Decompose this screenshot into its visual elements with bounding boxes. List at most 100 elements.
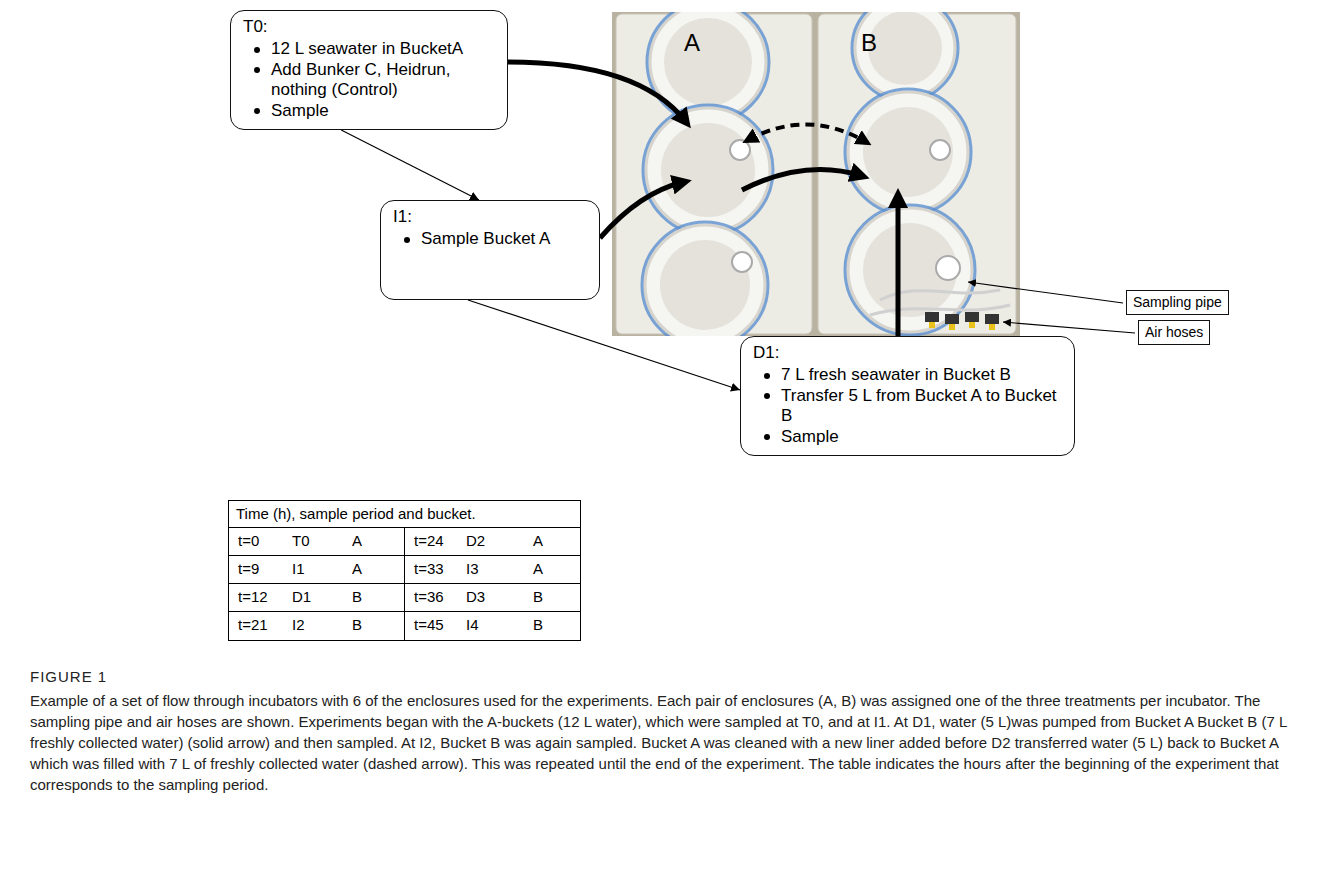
text: Sample <box>271 101 329 120</box>
sampling-pipe-symbol <box>936 256 960 280</box>
air-hose-symbol <box>989 324 995 330</box>
table-cell: D1 <box>292 583 311 611</box>
bucket <box>868 12 942 85</box>
air-hose-symbol <box>985 314 999 324</box>
table-cell: t=24 <box>414 527 444 555</box>
sampling-pipe-symbol <box>930 140 950 160</box>
table-cell: t=21 <box>238 611 268 639</box>
incubator-photo <box>612 12 1020 336</box>
bullet-dot <box>254 47 260 53</box>
step-heading: I1: <box>393 207 587 227</box>
bucket <box>863 107 953 197</box>
table-cell: t=12 <box>238 583 268 611</box>
flow-arrow <box>508 62 686 122</box>
table-grid <box>229 501 581 641</box>
table-header: Time (h), sample period and bucket. <box>236 500 476 527</box>
air-hose-symbol <box>870 305 1010 315</box>
bucket <box>848 92 968 212</box>
air-hose-symbol <box>965 312 979 322</box>
table-cell: I1 <box>292 555 305 583</box>
table-cell: A <box>533 555 543 583</box>
table-cell: t=0 <box>238 527 259 555</box>
callout-box: D1:7 L fresh seawater in Bucket B Transfe… <box>740 336 1075 456</box>
text: T0: <box>243 17 268 36</box>
air-hose-symbol <box>925 312 939 322</box>
sampling-pipe-symbol <box>730 140 750 160</box>
flow-arrow <box>748 124 866 142</box>
text: Sample Bucket A <box>421 229 550 248</box>
sampling-pipe-symbol <box>730 140 960 280</box>
leader-line <box>968 282 1135 333</box>
table-cell: t=36 <box>414 583 444 611</box>
table-cell: I4 <box>466 611 479 639</box>
figure-title: FIGURE 1 <box>30 666 107 687</box>
bucket <box>845 205 975 335</box>
text: Air hoses <box>1145 324 1203 340</box>
air-hose-symbol <box>945 314 959 324</box>
table-cell: D3 <box>466 583 485 611</box>
bullet-dot <box>764 393 770 399</box>
bullet-dot <box>764 373 770 379</box>
air-hose-symbol <box>870 290 1010 330</box>
bucket <box>845 89 971 215</box>
step-heading: D1: <box>753 343 1062 363</box>
figure-caption: Example of a set of flow through incubat… <box>30 690 1292 795</box>
table-cell: t=9 <box>238 555 259 583</box>
part-label: Sampling pipe <box>1133 294 1222 311</box>
sequence-arrow <box>341 130 479 200</box>
bullet-text: Sample <box>761 427 1062 447</box>
bucket <box>845 205 975 335</box>
text: Add Bunker C, Heidrun, nothing (Control) <box>271 60 451 99</box>
table-cell: B <box>533 583 543 611</box>
air-hose-symbol <box>929 322 935 328</box>
bucket <box>643 105 773 235</box>
sampling-pipe-symbol <box>732 252 752 272</box>
label-box: Air hoses <box>1138 320 1210 345</box>
flow-arrow <box>600 182 684 238</box>
table-cell: t=33 <box>414 555 444 583</box>
table-cell: A <box>352 555 362 583</box>
text: I1: <box>393 207 412 226</box>
callout-box: I1: Sample Bucket A <box>380 200 600 300</box>
bullet-dot <box>764 434 770 440</box>
callout-box: T0:12 L seawater in BucketA Add Bunker C,… <box>230 10 508 130</box>
sequence-arrow <box>468 300 740 390</box>
table-grid <box>404 528 405 641</box>
table-cell: A <box>533 527 543 555</box>
text: D1: <box>753 343 779 362</box>
bullet-dot <box>254 67 260 73</box>
bucket <box>661 123 755 217</box>
bucket <box>642 222 768 336</box>
table-cell: t=45 <box>414 611 444 639</box>
bucket <box>642 222 768 336</box>
table-cell: A <box>352 527 362 555</box>
bullet-dot <box>254 108 260 114</box>
step-heading: T0: <box>243 17 495 37</box>
table-cell: B <box>352 611 362 639</box>
label-box: Sampling pipe <box>1126 290 1229 315</box>
table-cell: D2 <box>466 527 485 555</box>
bucket <box>646 108 770 232</box>
table-grid <box>229 501 581 641</box>
bucket <box>645 225 765 336</box>
bullet-dot <box>404 237 410 243</box>
bucket <box>848 208 972 332</box>
text: Sampling pipe <box>1133 294 1222 310</box>
text: 12 L seawater in BucketA <box>271 39 463 58</box>
flow-arrow <box>896 196 901 336</box>
air-hose-symbol <box>969 322 975 328</box>
bucket <box>855 12 955 98</box>
bucket <box>643 105 773 235</box>
table-cell: B <box>533 611 543 639</box>
bucket <box>845 89 971 215</box>
bullet-text: 12 L seawater in BucketA <box>251 39 495 59</box>
bucket <box>664 18 752 106</box>
bullet-text: Sample <box>251 101 495 121</box>
table-cell: I3 <box>466 555 479 583</box>
text: 7 L fresh seawater in Bucket B <box>781 365 1011 384</box>
text: Transfer 5 L from Bucket A to Bucket B <box>781 386 1057 425</box>
bucket-letter: B <box>861 30 877 56</box>
bullet-text: Transfer 5 L from Bucket A to Bucket B <box>761 386 1062 427</box>
flow-arrow <box>742 170 862 190</box>
